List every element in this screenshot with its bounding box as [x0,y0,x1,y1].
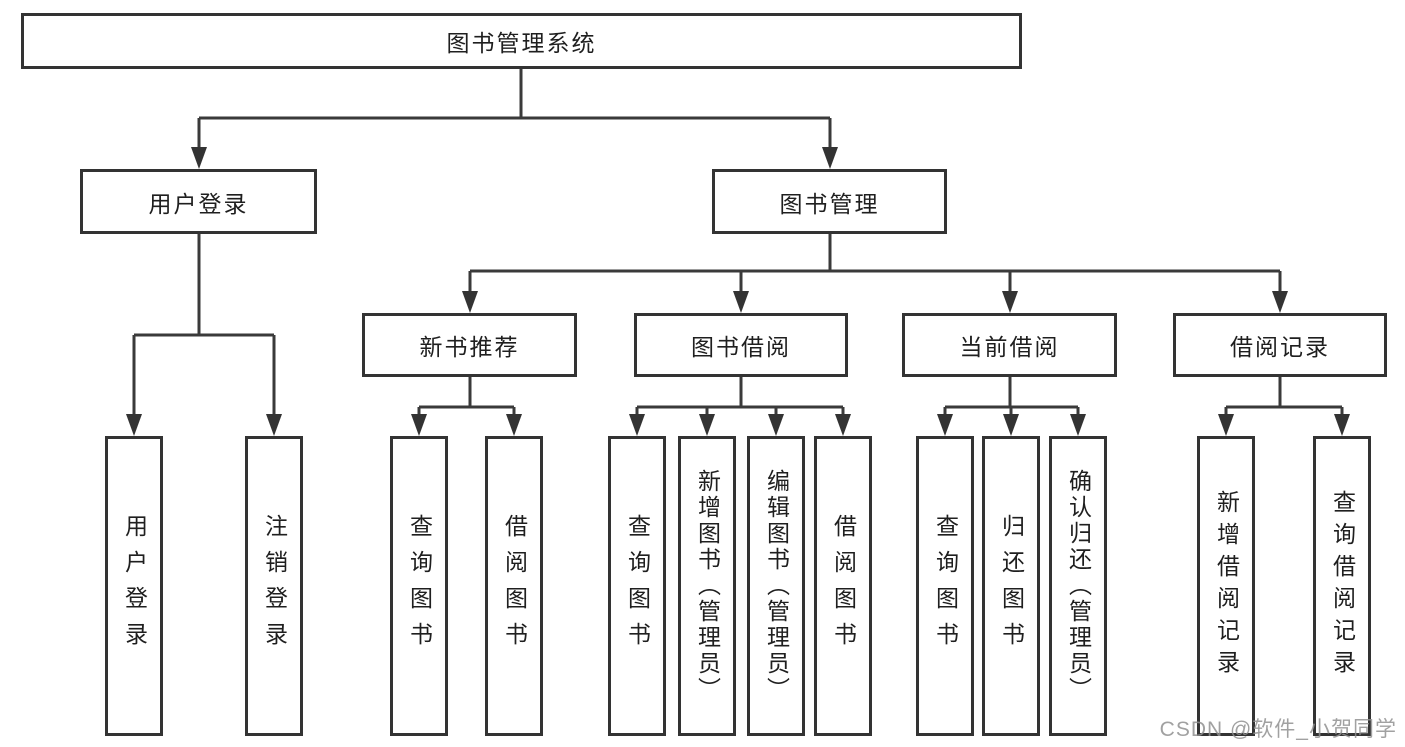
leaf-recommend-borrow-books: 借阅图书 [485,436,543,736]
node-root: 图书管理系统 [21,13,1022,69]
leaf-records-add-record: 新增借阅记录 [1197,436,1255,736]
node-book-management: 图书管理 [712,169,947,234]
arrowheads [126,147,1350,436]
connector-user-branch-trunk [132,234,276,424]
node-label: 用户登录 [148,190,249,217]
connector-recommend-trunk [417,377,516,424]
node-label: 借阅图书 [830,514,857,658]
leaf-borrowing-add-books-admin: 新增图书（管理员） [678,436,736,736]
node-label: 查询借阅记录 [1329,490,1356,682]
node-label: 编辑图书（管理员） [763,469,790,703]
leaf-borrowing-edit-books-admin: 编辑图书（管理员） [747,436,805,736]
node-book-borrowing: 图书借阅 [634,313,848,377]
leaf-user-login: 用户登录 [105,436,163,736]
node-label: 查询图书 [406,514,433,658]
node-label: 新书推荐 [419,334,520,360]
node-label: 查询图书 [624,514,651,658]
node-label: 当前借阅 [959,334,1060,360]
node-label: 归还图书 [998,514,1025,658]
leaf-records-query-record: 查询借阅记录 [1313,436,1371,736]
node-label: 图书管理系统 [446,30,597,56]
node-new-book-recommend: 新书推荐 [362,313,577,377]
csdn-watermark: CSDN @软件_小贺同学 [1159,718,1397,741]
connector-book-branch-trunk [468,234,1282,301]
node-label: 用户登录 [121,514,148,658]
leaf-borrowing-borrow-books: 借阅图书 [814,436,872,736]
node-label: 图书管理 [779,190,880,217]
leaf-current-return-books: 归还图书 [982,436,1040,736]
node-label: 注销登录 [261,514,288,658]
leaf-borrowing-query-books: 查询图书 [608,436,666,736]
leaf-current-confirm-return-admin: 确认归还（管理员） [1049,436,1107,736]
connector-borrowing-trunk [635,377,845,424]
node-current-borrowing: 当前借阅 [902,313,1117,377]
node-label: 借阅记录 [1230,334,1330,360]
node-label: 新增图书（管理员） [694,469,721,703]
connector-root-trunk [197,69,832,157]
node-label: 确认归还（管理员） [1065,469,1092,703]
leaf-current-query-books: 查询图书 [916,436,974,736]
node-label: 新增借阅记录 [1213,490,1240,682]
leaf-logout: 注销登录 [245,436,303,736]
node-user-login-branch: 用户登录 [80,169,317,234]
leaf-recommend-query-books: 查询图书 [390,436,448,736]
node-label: 查询图书 [932,514,959,658]
node-borrowing-records: 借阅记录 [1173,313,1387,377]
node-label: 借阅图书 [501,514,528,658]
node-label: 图书借阅 [691,334,791,360]
connector-records-trunk [1224,377,1344,424]
